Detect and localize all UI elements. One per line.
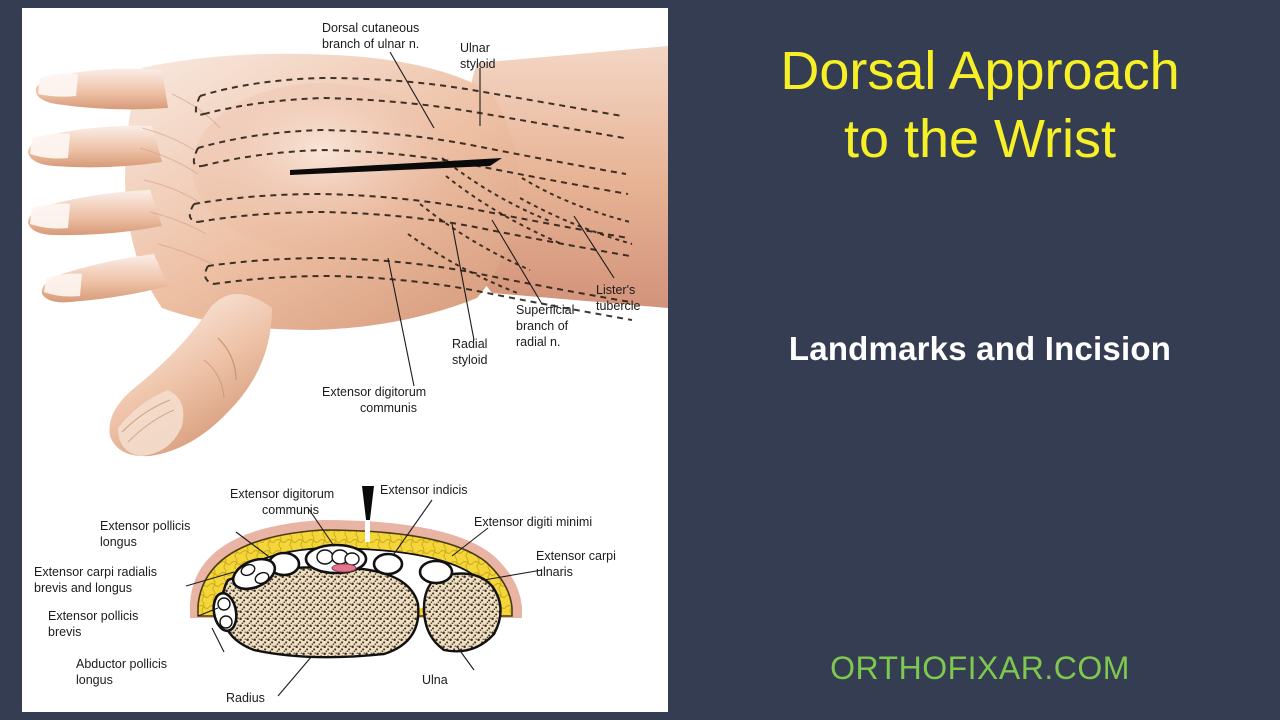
slide-title: Dorsal Approach to the Wrist [780,41,1180,169]
label-superficial-branch-radial: Superficial branch of radial n. [516,303,574,349]
leader-lines-top [387,51,615,387]
compartment-ecu [418,559,454,585]
label-radial-styloid: Radial styloid [452,337,487,367]
label-ulna: Ulna [422,673,448,687]
label-line-1: Extensor carpi [536,549,616,563]
label-line-2: communis [360,401,417,415]
wrist-cross-section-illustration: Extensor digitorum communis Extensor ind… [34,483,616,705]
label-extensor-pollicis-longus: Extensor pollicis longus [100,519,190,549]
label-line-1: Ulnar [460,41,490,55]
label-line-2: communis [262,503,319,517]
leader-lines-bottom [185,499,543,697]
label-line-1: Dorsal cutaneous [322,21,419,35]
label-line-2: branch of ulnar n. [322,37,419,51]
label-extensor-carpi-radialis-brevis-longus: Extensor carpi radialis brevis and longu… [34,565,157,595]
label-line-1: Extensor pollicis [48,609,138,623]
label-line-3: radial n. [516,335,560,349]
label-line-1: Extensor indicis [380,483,468,497]
label-extensor-digitorum-communis-top: Extensor digitorum communis [322,385,426,415]
dorsal-hand-illustration: Dorsal cutaneous branch of ulnar n. Ulna… [28,21,668,457]
site-brand-watermark: ORTHOFIXAR.COM [830,650,1130,686]
incision-line [290,158,502,175]
label-line-2: ulnaris [536,565,573,579]
label-line-2: styloid [460,57,495,71]
label-line-1: Extensor digitorum [322,385,426,399]
label-line-1: Extensor digitorum [230,487,334,501]
label-line-2: branch of [516,319,569,333]
label-line-1: Ulna [422,673,448,687]
label-line-2: styloid [452,353,487,367]
label-extensor-pollicis-brevis: Extensor pollicis brevis [48,609,138,639]
label-ulnar-styloid: Ulnar styloid [460,41,495,71]
label-line-1: Abductor pollicis [76,657,167,671]
label-line-2: longus [76,673,113,687]
compartment-edm [372,552,404,576]
text-column: Dorsal Approach to the Wrist Landmarks a… [680,0,1280,720]
label-line-1: Radius [226,691,265,705]
anatomy-figure: Dorsal cutaneous branch of ulnar n. Ulna… [22,8,668,712]
label-line-1: Superficial [516,303,574,317]
label-line-2: brevis and longus [34,581,132,595]
label-extensor-carpi-ulnaris: Extensor carpi ulnaris [536,549,616,579]
label-line-1: Extensor digiti minimi [474,515,592,529]
label-extensor-digitorum-communis-xs: Extensor digitorum communis [230,487,334,517]
label-line-1: Extensor pollicis [100,519,190,533]
ulna-bone [422,572,502,653]
label-dorsal-cutaneous-branch-ulnar: Dorsal cutaneous branch of ulnar n. [322,21,419,51]
label-extensor-digiti-minimi: Extensor digiti minimi [474,515,592,529]
label-radius: Radius [226,691,265,705]
label-listers-tubercle: Lister's tubercle [596,283,641,313]
label-line-1: Radial [452,337,487,351]
label-line-2: brevis [48,625,81,639]
label-line-1: Extensor carpi radialis [34,565,157,579]
label-line-2: longus [100,535,137,549]
anatomy-figure-panel: Dorsal cutaneous branch of ulnar n. Ulna… [22,8,668,712]
cross-section-incision-marker [362,486,374,536]
slide-subtitle: Landmarks and Incision [788,330,1172,367]
label-line-1: Lister's [596,283,635,297]
label-abductor-pollicis-longus: Abductor pollicis longus [76,657,167,687]
label-line-2: tubercle [596,299,641,313]
label-extensor-indicis: Extensor indicis [380,483,468,497]
